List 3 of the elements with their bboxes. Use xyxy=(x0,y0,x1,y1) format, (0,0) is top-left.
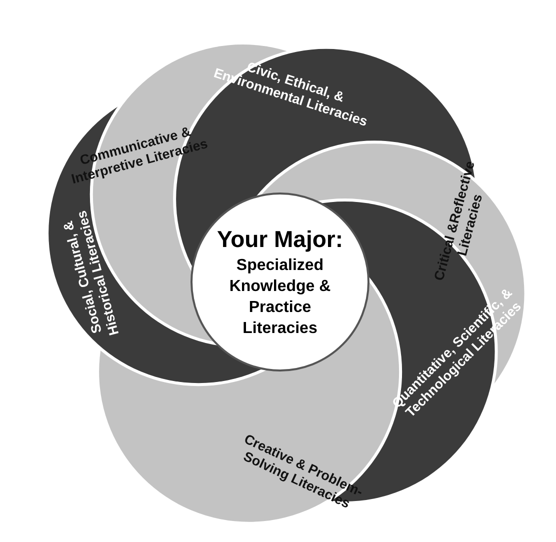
center-heading: Your Major: xyxy=(216,225,344,253)
center-circle xyxy=(190,192,370,372)
center-text: Specialized Knowledge & Practice Literacies xyxy=(228,256,332,339)
